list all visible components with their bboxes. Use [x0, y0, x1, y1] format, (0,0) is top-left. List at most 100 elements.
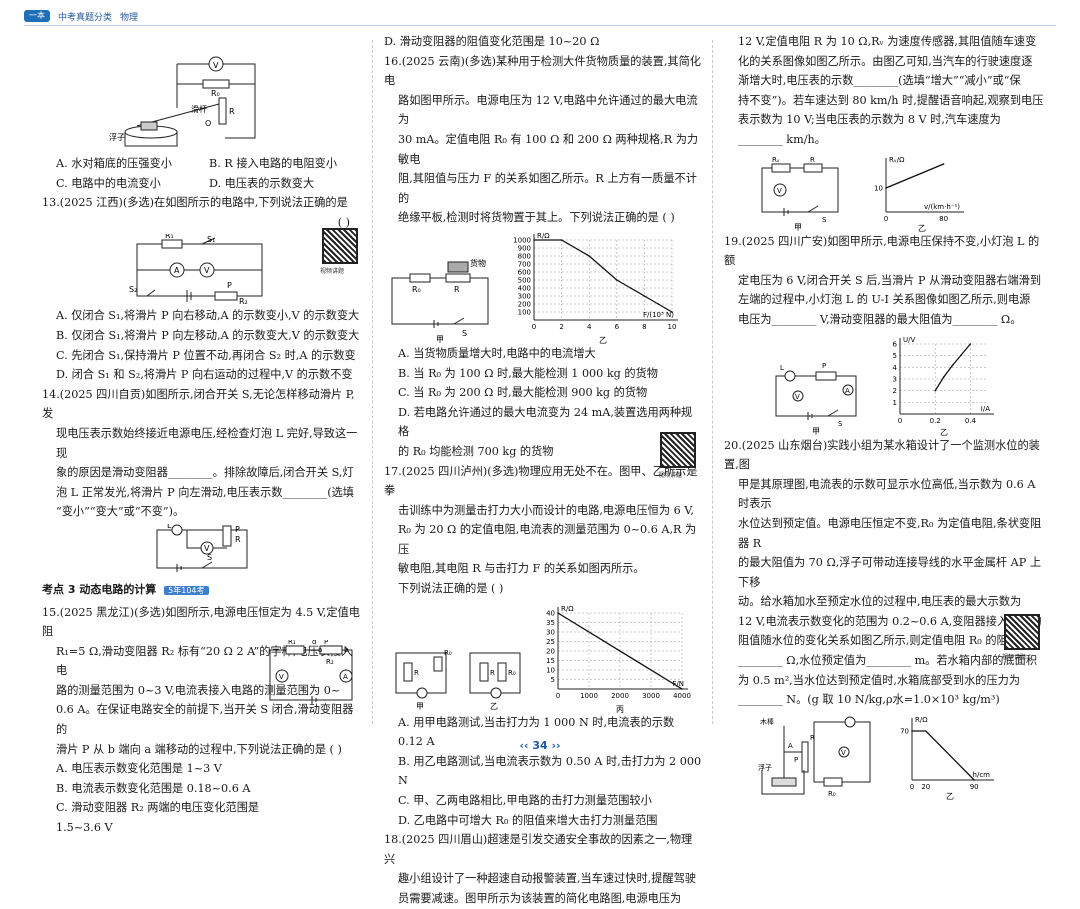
y-tick-label: 30: [546, 628, 555, 636]
x-tick-label: 80: [939, 215, 948, 223]
x-tick-label: 2: [559, 323, 563, 331]
y-tick-label: 35: [546, 619, 555, 627]
s-label: S: [838, 420, 843, 428]
y-tick-label: 10: [546, 666, 555, 674]
q12-options-row: C. 电路中的电流变小 D. 电压表的示数变大: [42, 174, 362, 194]
data-series-line: [885, 162, 944, 189]
r2-label: R₂: [239, 297, 248, 304]
question-line: 象的原因是滑动变阻器________。排除故障后,闭合开关 S,灯: [56, 466, 354, 480]
question-stem: 13.(2025 江西)(多选)在如图所示的电路中,下列说法正确的是: [42, 196, 348, 210]
page-number-value: 34: [532, 739, 548, 752]
p-label: P: [822, 362, 826, 370]
y-axis-label: U/V: [903, 336, 915, 344]
data-point: [681, 687, 683, 690]
question-line: 14.(2025 四川自贡)如图所示,闭合开关 S,无论怎样移动滑片 P,发: [42, 387, 355, 421]
x-axis-label: I/A: [981, 405, 990, 413]
y-axis-label: R/Ω: [915, 716, 928, 724]
p-label: P: [227, 281, 232, 290]
x-tick-label: 4: [587, 323, 592, 331]
x-tick-label: 0: [898, 417, 902, 425]
question-line: 的最大阻值为 70 Ω,浮子可带动连接导线的水平金属杆 AP 上下移: [738, 556, 1042, 589]
data-point: [911, 730, 913, 732]
option: D. 滑动变阻器的阻值变化范围是 10~20 Ω: [384, 35, 600, 48]
qr-code[interactable]: [1004, 614, 1040, 650]
r-label: R: [810, 156, 815, 164]
x-tick-label: 0: [556, 692, 560, 700]
x-axis-label: F/N: [672, 680, 684, 688]
option: C. 当 R₀ 为 200 Ω 时,最大能检测 900 kg 的货物: [398, 386, 648, 400]
question-line: 趣小组设计了一种超速自动报警装置,当车速过快时,提醒驾驶: [398, 872, 696, 886]
p-label: P: [794, 756, 798, 764]
y-tick-label: 800: [518, 252, 531, 260]
q14-circuit-figure: L V P R S: [156, 524, 248, 572]
question-line: 左端的过程中,小灯泡 L 的 U-I 关系图像如图乙所示,则电源: [738, 293, 1031, 307]
y-tick-label: 25: [546, 638, 555, 646]
r-label: R: [235, 535, 241, 544]
option: A. 用甲电路测试,当击打力为 1 000 N 时,电流表的示数 0.12 A: [398, 715, 675, 749]
question-line: 现电压表示数始终接近电源电压,经检查灯泡 L 完好,导致这一现: [56, 426, 358, 460]
page-number-arrow-icon: ‹‹: [519, 739, 533, 752]
option: C. 滑动变阻器 R₂ 两端的电压变化范围是: [56, 801, 260, 815]
question-line: 定电压为 6 V,闭合开关 S 后,当滑片 P 从滑动变阻器右端滑到: [738, 273, 1042, 287]
r2-label: R₂: [326, 658, 334, 666]
y-axis-label: R/Ω: [537, 232, 550, 240]
x-axis-label: h/cm: [973, 771, 991, 779]
data-series-line: [557, 612, 683, 690]
question-line: 30 mA。定值电阻 R₀ 有 100 Ω 和 200 Ω 两种规格,R 为力敏…: [398, 132, 699, 166]
lever-label: 滑杆: [191, 104, 207, 114]
r0-label: R₀: [211, 89, 220, 98]
x-tick-label: 0.4: [965, 417, 977, 425]
fig-jia-label: 甲: [416, 702, 424, 711]
p-label: P: [235, 525, 240, 534]
x-tick-label: 8: [642, 323, 646, 331]
data-point: [657, 303, 659, 305]
option: C. 甲、乙两电路相比,甲电路的击打力测量范围较小: [398, 794, 652, 808]
option: A. 电压表示数变化范围是 1~3 V: [56, 762, 222, 776]
column-divider: [372, 40, 373, 724]
a-end-label: a: [318, 646, 322, 654]
option: D. 若电路允许通过的最大电流变为 24 mA,装置选用两种规格: [398, 405, 693, 439]
r0-label: R₀: [508, 669, 516, 677]
fig-jia-label: 甲: [812, 427, 820, 436]
data-point: [671, 311, 673, 313]
y-tick-label: 1: [893, 398, 897, 406]
s2-label: S₂: [129, 285, 137, 294]
ammeter-label: A: [174, 266, 180, 275]
r-label: R: [490, 669, 495, 677]
r1-label: R₁: [165, 234, 174, 240]
y-tick-label: 200: [518, 300, 531, 308]
float-label: 浮子: [758, 763, 772, 772]
qr-code[interactable]: [660, 432, 696, 468]
qr-caption: 视频讲题: [320, 268, 345, 275]
question-line: 路如图甲所示。电源电压为 12 V,电路中允许通过的最大电流为: [398, 93, 698, 127]
question-line: ________ N。(g 取 10 N/kg,ρ水=1.0×10³ kg/m³…: [738, 693, 1000, 707]
qr-code[interactable]: [322, 228, 358, 264]
question-line: 泡 L 正常发光,将滑片 P 向左滑动,电压表示数________(选填: [56, 485, 354, 499]
x-tick-label: 0: [532, 323, 536, 331]
y-tick-label: 900: [518, 244, 531, 252]
qr-caption: 视频讲题: [658, 472, 683, 479]
data-point: [602, 267, 604, 269]
data-point: [960, 353, 963, 355]
q13-circuit-figure: R₁ S₁ A V S₂ P R₂: [129, 234, 263, 304]
question-line: 为 0.5 m²,当水位达到预定值时,水箱底部受到水的压力为: [738, 673, 1021, 687]
x-tick-label: 6: [615, 323, 620, 331]
y-tick-label: 70: [900, 727, 909, 735]
data-point: [616, 279, 618, 281]
q15-circuit-figure: R₁ R₂ P a b d V A: [269, 640, 353, 704]
question-line: 击训练中为测量击打力大小而设计的电路,电源电压恒为 6 V,: [398, 503, 694, 517]
x-tick-label: 3000: [642, 692, 660, 700]
figure-caption: 丙: [616, 705, 624, 713]
r-label: R: [229, 107, 235, 116]
option: D. 电压表的示数变大: [209, 176, 315, 190]
lamp-label: L: [780, 364, 784, 372]
y-tick-label: 3: [893, 375, 897, 383]
question-line: 15.(2025 黑龙江)(多选)如图所示,电源电压恒定为 4.5 V,定值电阻: [42, 605, 360, 639]
question-line: ________ km/h。: [738, 132, 826, 146]
y-tick-label: 1000: [513, 236, 531, 244]
page-number: ‹‹ 34 ››: [0, 739, 1080, 752]
question-line: “变小”“变大”或“不变”)。: [56, 505, 185, 519]
